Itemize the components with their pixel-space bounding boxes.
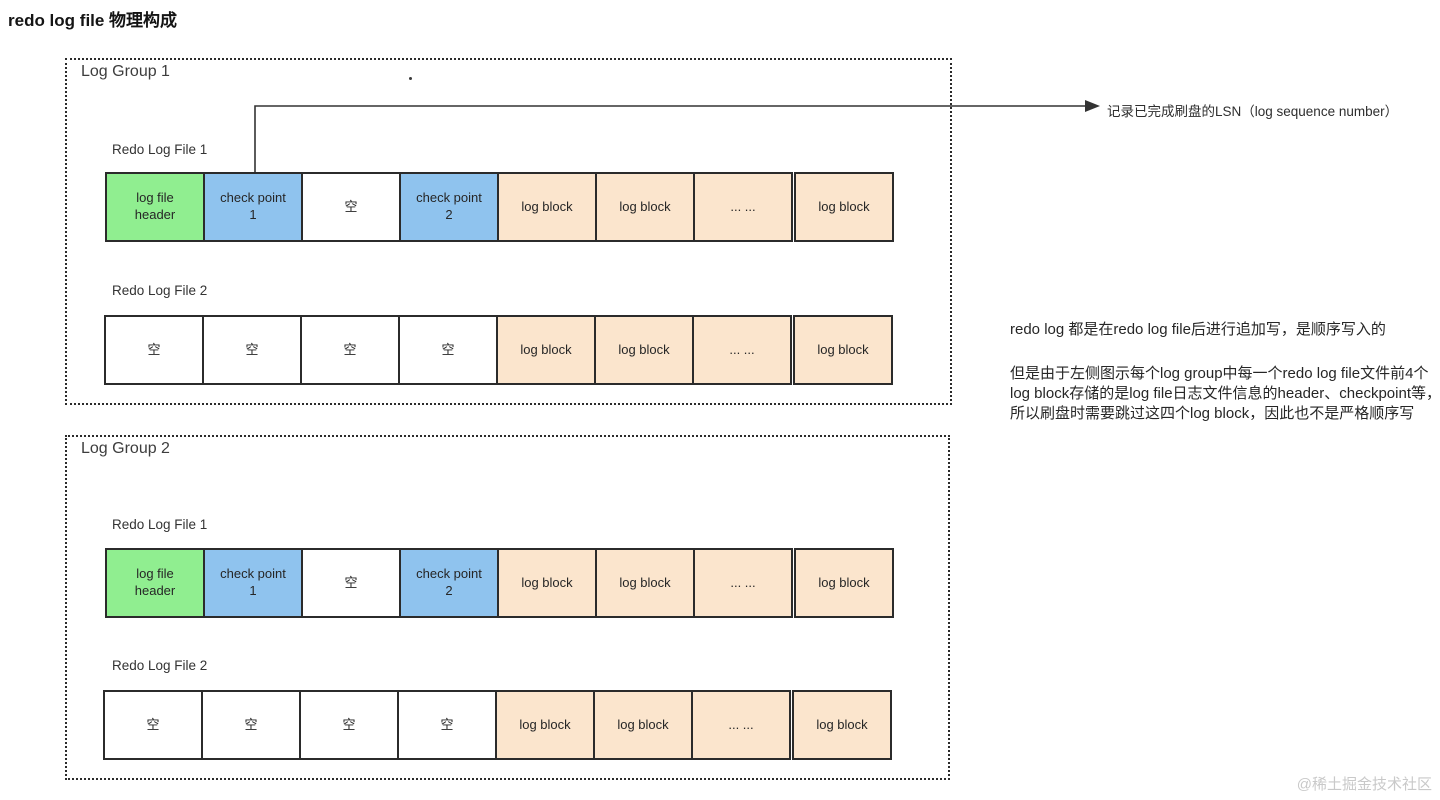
watermark: @稀土掘金技术社区 <box>1296 776 1432 793</box>
note-paragraph-2: 但是由于左侧图示每个log group中每一个redo log file文件前4… <box>1010 365 1440 422</box>
log-group-1-box: Log Group 1 Redo Log File 1 log file hea… <box>65 58 952 405</box>
block-logblock: ... ... <box>693 172 793 242</box>
block-logblock: ... ... <box>692 315 792 385</box>
block-header: log file header <box>105 172 205 242</box>
log-group-1-label: Log Group 1 <box>81 63 170 80</box>
block-checkpoint: check point 2 <box>399 172 499 242</box>
redo-log-file-2-label: Redo Log File 2 <box>112 283 208 298</box>
block-logblock: log block <box>595 172 695 242</box>
block-empty: 空 <box>103 690 203 760</box>
note-paragraph-1: redo log 都是在redo log file后进行追加写，是顺序写入的 <box>1010 321 1386 338</box>
block-logblock: log block <box>496 315 596 385</box>
block-logblock: log block <box>593 690 693 760</box>
block-checkpoint: check point 2 <box>399 548 499 618</box>
block-empty: 空 <box>201 690 301 760</box>
block-checkpoint: check point 1 <box>203 172 303 242</box>
block-logblock: ... ... <box>693 548 793 618</box>
block-checkpoint: check point 1 <box>203 548 303 618</box>
block-logblock: log block <box>793 315 893 385</box>
block-logblock: log block <box>794 172 894 242</box>
block-empty: 空 <box>299 690 399 760</box>
block-empty: 空 <box>301 172 401 242</box>
block-logblock: log block <box>497 172 597 242</box>
lsn-annotation: 记录已完成刷盘的LSN（log sequence number） <box>1107 104 1399 119</box>
log-group-2-box: Log Group 2 Redo Log File 1 log file hea… <box>65 435 950 780</box>
block-empty: 空 <box>104 315 204 385</box>
block-logblock: log block <box>794 548 894 618</box>
side-notes: redo log 都是在redo log file后进行追加写，是顺序写入的 但… <box>1010 320 1440 448</box>
redo-log-file-1-label: Redo Log File 1 <box>112 517 208 532</box>
redo-log-file-2-label: Redo Log File 2 <box>112 658 208 673</box>
block-empty: 空 <box>300 315 400 385</box>
arrowhead-icon <box>1085 100 1100 112</box>
block-empty: 空 <box>202 315 302 385</box>
block-header: log file header <box>105 548 205 618</box>
block-empty: 空 <box>397 690 497 760</box>
page-title: redo log file 物理构成 <box>8 11 178 30</box>
block-logblock: log block <box>595 548 695 618</box>
log-group-2-label: Log Group 2 <box>81 440 170 457</box>
block-logblock: log block <box>497 548 597 618</box>
block-logblock: log block <box>792 690 892 760</box>
block-empty: 空 <box>301 548 401 618</box>
block-logblock: log block <box>594 315 694 385</box>
stray-dot <box>409 77 412 80</box>
block-logblock: log block <box>495 690 595 760</box>
block-empty: 空 <box>398 315 498 385</box>
redo-log-file-1-label: Redo Log File 1 <box>112 142 208 157</box>
block-logblock: ... ... <box>691 690 791 760</box>
